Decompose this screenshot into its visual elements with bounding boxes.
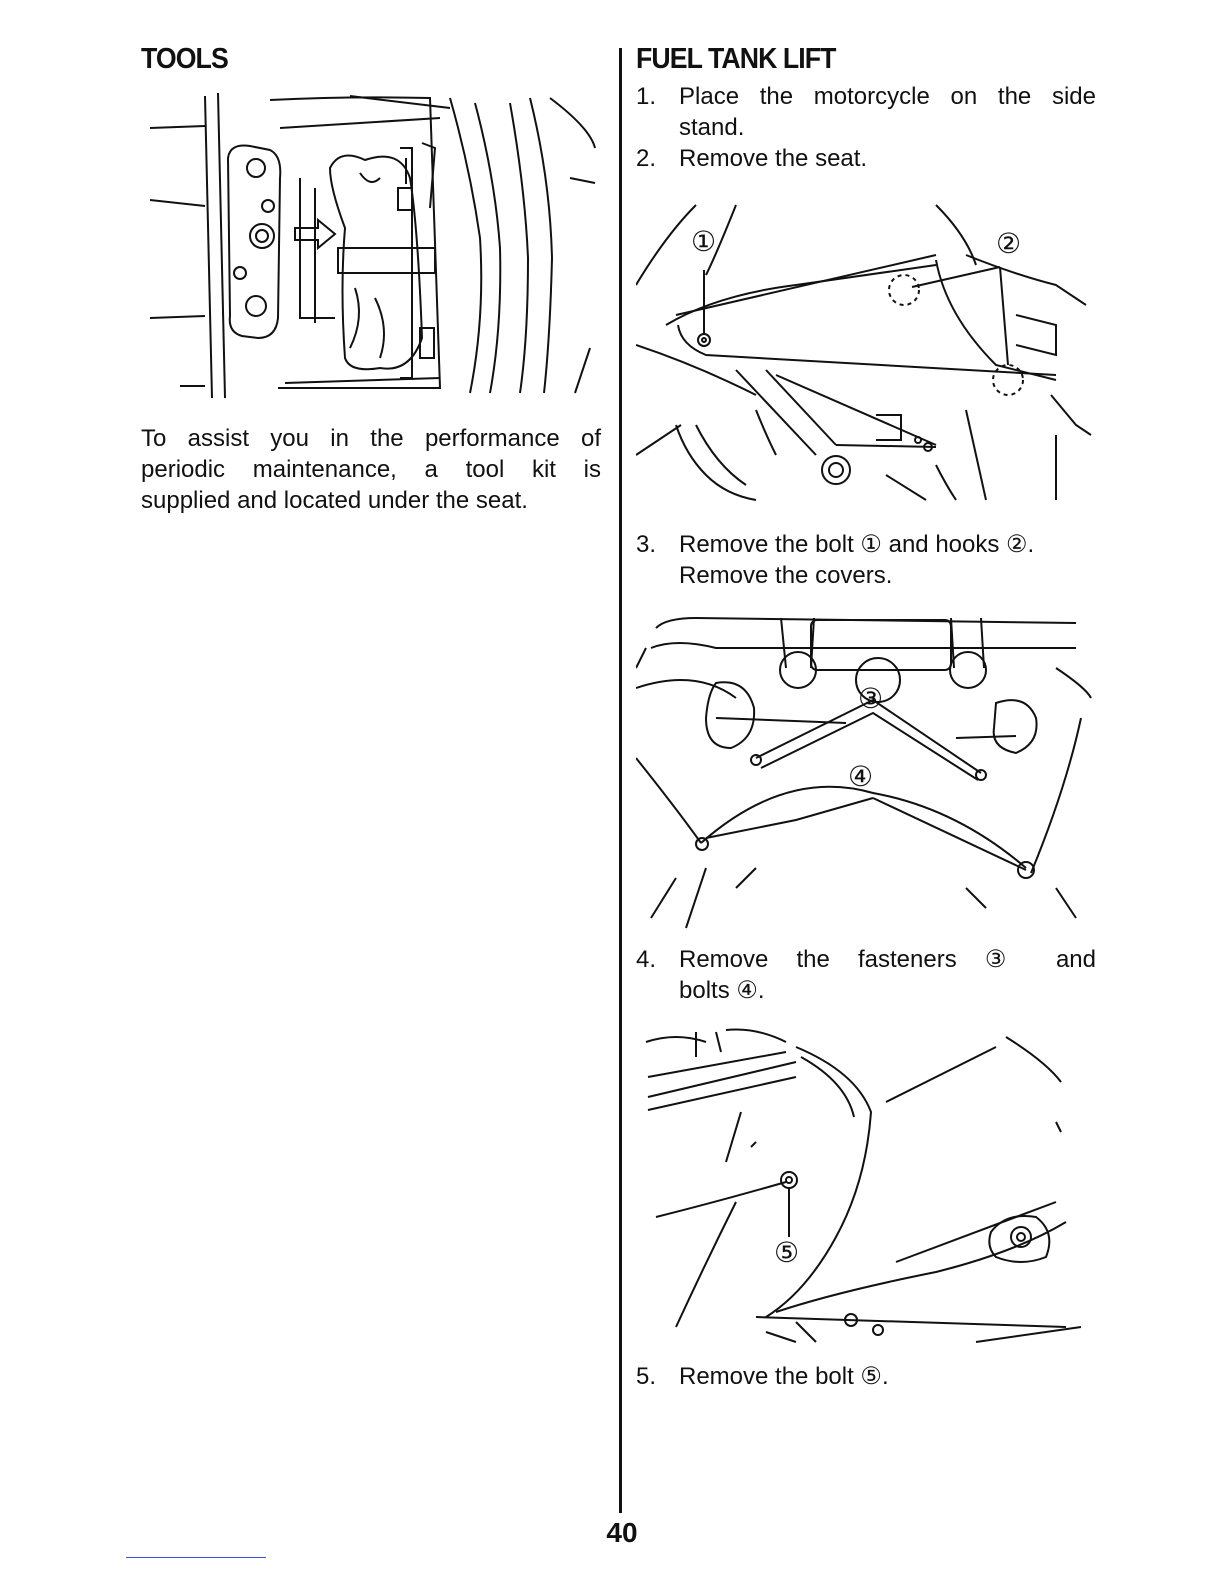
callout-3: ③ — [858, 683, 884, 714]
footer-rule — [126, 1557, 266, 1558]
side-bolt-illustration: ⑤ — [636, 1022, 1096, 1344]
step-text: Remove the seat. — [679, 145, 868, 172]
tools-paragraph-line-1: To assist you in the performance of — [141, 425, 601, 452]
tools-paragraph: To assist you in the performance of peri… — [141, 423, 601, 516]
callout-4: ④ — [848, 761, 874, 792]
step-5: 5. Remove the bolt ⑤. — [636, 1361, 1096, 1392]
seat-cover-illustration: ① ② — [636, 195, 1096, 507]
page-number: 40 — [606, 1517, 638, 1548]
step-1: 1. Place the motorcycle on the side stan… — [636, 81, 1096, 143]
step-number: 2. — [636, 145, 657, 172]
step-number: 3. — [636, 531, 657, 558]
step-text-line-1: Remove the bolt ① and hooks ②. — [679, 531, 1035, 558]
callout-2: ② — [996, 228, 1022, 259]
step-text-line-2: Remove the covers. — [679, 562, 893, 589]
step-3: 3. Remove the bolt ① and hooks ②. Remove… — [636, 529, 1096, 591]
step-text-line-2: bolts ④. — [679, 977, 765, 1004]
step-2: 2. Remove the seat. — [636, 143, 1096, 174]
step-text: Place the motorcycle on the side stand. — [679, 83, 1096, 141]
step-number: 4. — [636, 946, 657, 973]
tools-paragraph-line-2: periodic maintenance, a tool kit is — [141, 456, 601, 483]
step-number: 5. — [636, 1363, 657, 1390]
step-text-line-1: Remove the fasteners ③ and — [679, 946, 1096, 973]
callout-5: ⑤ — [774, 1237, 800, 1268]
step-4: 4. Remove the fasteners ③ and bolts ④. — [636, 944, 1096, 1006]
cover-fasteners-illustration: ③ ④ — [636, 608, 1096, 930]
step-number: 1. — [636, 83, 657, 110]
tools-heading: TOOLS — [141, 43, 229, 75]
column-divider — [619, 48, 622, 1513]
callout-1: ① — [691, 226, 717, 257]
tools-paragraph-line-3: supplied and located under the seat. — [141, 487, 528, 514]
fuel-tank-lift-heading: FUEL TANK LIFT — [636, 43, 836, 75]
tool-kit-illustration — [150, 88, 600, 400]
step-text: Remove the bolt ⑤. — [679, 1363, 889, 1390]
